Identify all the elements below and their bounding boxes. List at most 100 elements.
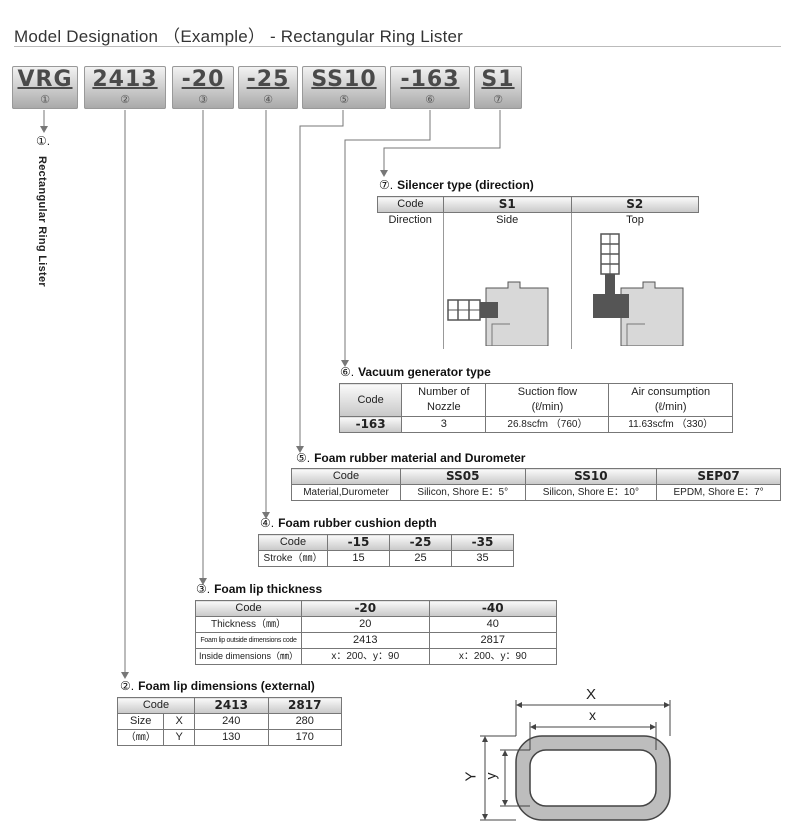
model-code-lip-dims: 2413 ② (84, 66, 166, 109)
page-title: Model Designation （Example） - Rectangula… (14, 27, 464, 46)
code-15: -15 (327, 534, 390, 551)
code-ss05: SS05 (400, 468, 526, 485)
model-code-cushion: -25 ④ (238, 66, 298, 109)
model-code-foam-material: SS10 ⑤ (302, 66, 386, 109)
model-code-text: S1 (481, 67, 515, 92)
dim-value: 130 (194, 729, 269, 746)
model-code-text: -20 (181, 67, 225, 92)
section-title-text: Silencer type (direction) (397, 178, 534, 192)
model-code-text: -25 (246, 67, 290, 92)
air-value: 11.63scfm （330） (608, 416, 733, 433)
lip-thickness-table: Code -20 -40 Thickness（㎜） 20 40 Foam lip… (194, 600, 558, 665)
vacuum-section-title: ⑥.Vacuum generator type (340, 365, 491, 379)
model-code-number: ⑦ (493, 94, 503, 106)
model-code-number: ② (120, 94, 130, 106)
stroke-label: Stroke（㎜） (258, 550, 328, 567)
lip-dims-table: Code 2413 2817 Size X 240 280 （㎜） Y 130 … (116, 697, 342, 746)
section-title-text: Foam rubber cushion depth (278, 516, 437, 530)
dim-value: 240 (194, 713, 269, 730)
thickness-value: 40 (428, 616, 558, 633)
model-code-silencer: S1 ⑦ (474, 66, 522, 109)
section-title-text: Foam rubber material and Durometer (314, 451, 526, 465)
code-header: Code (194, 600, 303, 617)
section-number: ⑥. (340, 365, 355, 379)
stroke-value: 15 (327, 550, 390, 567)
model-code-number: ⑥ (425, 94, 435, 106)
stroke-value: 35 (451, 550, 514, 567)
code-s2: S2 (570, 196, 700, 213)
dim-value: 170 (267, 729, 342, 746)
silencer-side-illustration (447, 281, 549, 346)
foam-material-table: Code SS05 SS10 SEP07 Material,Durometer … (291, 468, 781, 501)
header-line: Suction flow (517, 386, 578, 398)
code-35: -35 (451, 534, 514, 551)
header-line: (ℓ/min) (654, 401, 687, 413)
lip-thickness-section-title: ③.Foam lip thickness (196, 582, 322, 596)
model-code-vacuum: -163 ⑥ (390, 66, 470, 109)
direction-top: Top (626, 214, 644, 226)
code-20: -20 (301, 600, 430, 617)
size-label: Size (116, 713, 165, 730)
code-ss10: SS10 (524, 468, 658, 485)
nozzle-value: 3 (401, 416, 487, 433)
outer-y-label: Y (462, 771, 480, 782)
ring-dimension-diagram (480, 700, 671, 821)
section-title-text: Foam lip thickness (214, 582, 323, 596)
vacuum-table: Code Number of Nozzle Suction flow (ℓ/mi… (338, 383, 733, 433)
cushion-table: Code -15 -25 -35 Stroke（㎜） 15 25 35 (258, 534, 514, 567)
air-header: Air consumption (ℓ/min) (608, 383, 733, 417)
silencer-top-illustration (593, 233, 684, 346)
cushion-section-title: ④.Foam rubber cushion depth (260, 516, 437, 530)
unit-label: （㎜） (116, 729, 165, 746)
code-sep07: SEP07 (656, 468, 781, 485)
header-line: Air consumption (631, 386, 711, 398)
silencer-section-title: ⑦.Silencer type (direction) (379, 178, 534, 192)
suction-header: Suction flow (ℓ/min) (485, 383, 610, 417)
code-2413: 2413 (194, 697, 269, 714)
model-code-number: ④ (263, 94, 273, 106)
section-title-text: Vacuum generator type (358, 365, 491, 379)
series-label: Rectangular Ring Lister (36, 156, 48, 287)
section-number: ②. (120, 679, 135, 693)
material-value: Silicon, Shore E：5° (400, 484, 526, 501)
code-header: Code (338, 383, 403, 417)
section-number: ③. (196, 582, 211, 596)
code-header: Code (291, 468, 401, 485)
code-163: -163 (338, 416, 403, 433)
material-label: Material,Durometer (291, 484, 401, 501)
series-number: ①. (36, 134, 51, 148)
outside-code-value: 2817 (428, 632, 558, 649)
model-code-text: 2413 (92, 67, 158, 92)
suction-value: 26.8scfm （760） (485, 416, 610, 433)
model-code-lip-thickness: -20 ③ (172, 66, 234, 109)
direction-label: Direction (377, 212, 444, 349)
model-code-number: ① (40, 94, 50, 106)
model-code-series: VRG ① (12, 66, 78, 109)
inside-dims-label: Inside dimensions（㎜） (194, 648, 303, 665)
code-header: Code (258, 534, 328, 551)
code-2817: 2817 (267, 697, 342, 714)
model-code-number: ⑤ (339, 94, 349, 106)
dim-value: 280 (267, 713, 342, 730)
header-line: (ℓ/min) (531, 401, 564, 413)
nozzle-header: Number of Nozzle (401, 383, 487, 417)
material-value: EPDM, Shore E：7° (656, 484, 781, 501)
lip-dims-section-title: ②.Foam lip dimensions (external) (120, 679, 315, 693)
header-line: Nozzle (427, 401, 461, 413)
inner-x-label: x (589, 707, 596, 723)
model-code-text: SS10 (311, 67, 377, 92)
title-divider (14, 46, 781, 47)
model-code-text: -163 (400, 67, 460, 92)
stroke-value: 25 (389, 550, 452, 567)
section-number: ④. (260, 516, 275, 530)
foam-material-section-title: ⑤.Foam rubber material and Durometer (296, 451, 525, 465)
outside-code-value: 2413 (301, 632, 430, 649)
axis-label: Y (163, 729, 195, 746)
outer-x-label: X (586, 686, 597, 703)
inside-dims-value: x：200、y：90 (301, 648, 430, 665)
section-number: ⑦. (379, 178, 394, 192)
model-code-number: ③ (198, 94, 208, 106)
code-25: -25 (389, 534, 452, 551)
silencer-table: Code S1 S2 Direction Side Top (377, 196, 700, 349)
code-40: -40 (428, 600, 558, 617)
